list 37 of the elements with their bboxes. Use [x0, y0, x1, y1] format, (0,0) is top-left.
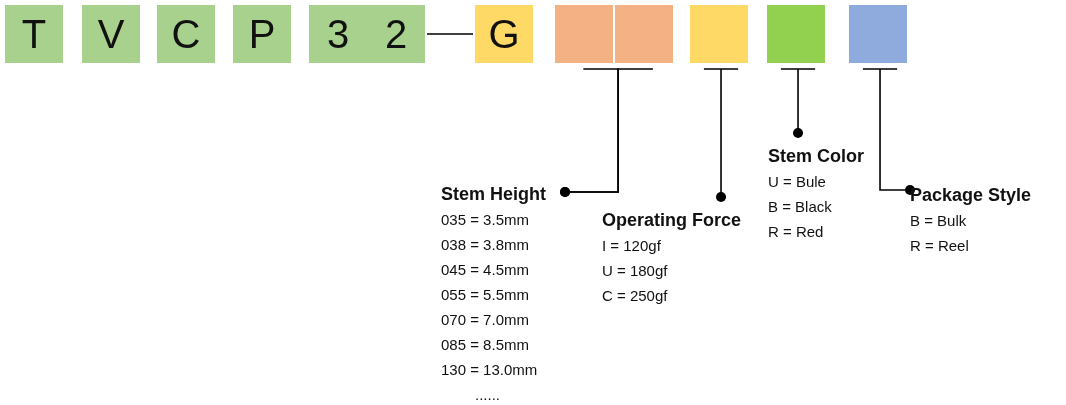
option-text: 045 = 4.5mm	[441, 261, 529, 279]
color-box	[849, 5, 907, 63]
color-box	[615, 5, 673, 63]
option-text: 035 = 3.5mm	[441, 211, 529, 229]
option-text: 130 = 13.0mm	[441, 361, 538, 379]
option-text: R = Red	[768, 223, 824, 241]
letter-box: V	[82, 5, 140, 63]
color-box	[767, 5, 825, 63]
leader-line	[862, 68, 915, 195]
option-text: I = 120gf	[602, 237, 661, 255]
option-text: 055 = 5.5mm	[441, 286, 529, 304]
leader-line	[560, 68, 654, 197]
option-text: U = 180gf	[602, 262, 668, 280]
option-text: R = Reel	[910, 237, 969, 255]
color-box	[690, 5, 748, 63]
section-heading: Stem Height	[441, 184, 546, 205]
letter-box: 2	[367, 5, 425, 63]
option-text: B = Black	[768, 198, 832, 216]
option-text: 038 = 3.8mm	[441, 236, 529, 254]
letter-box: 3	[309, 5, 367, 63]
letter-box: P	[233, 5, 291, 63]
option-text: U = Bule	[768, 173, 826, 191]
letter-box: T	[5, 5, 63, 63]
option-text: 070 = 7.0mm	[441, 311, 529, 329]
leader-line	[703, 68, 739, 202]
connector-line	[426, 33, 474, 35]
option-text: B = Bulk	[910, 212, 967, 230]
option-text: C = 250gf	[602, 287, 668, 305]
color-box	[555, 5, 613, 63]
letter-box: G	[475, 5, 533, 63]
option-text: 085 = 8.5mm	[441, 336, 529, 354]
section-heading: Stem Color	[768, 146, 864, 167]
leader-line	[780, 68, 816, 138]
section-heading: Operating Force	[602, 210, 742, 231]
ellipsis-text: ......	[475, 386, 500, 404]
letter-box: C	[157, 5, 215, 63]
section-heading: Package Style	[910, 185, 1032, 206]
